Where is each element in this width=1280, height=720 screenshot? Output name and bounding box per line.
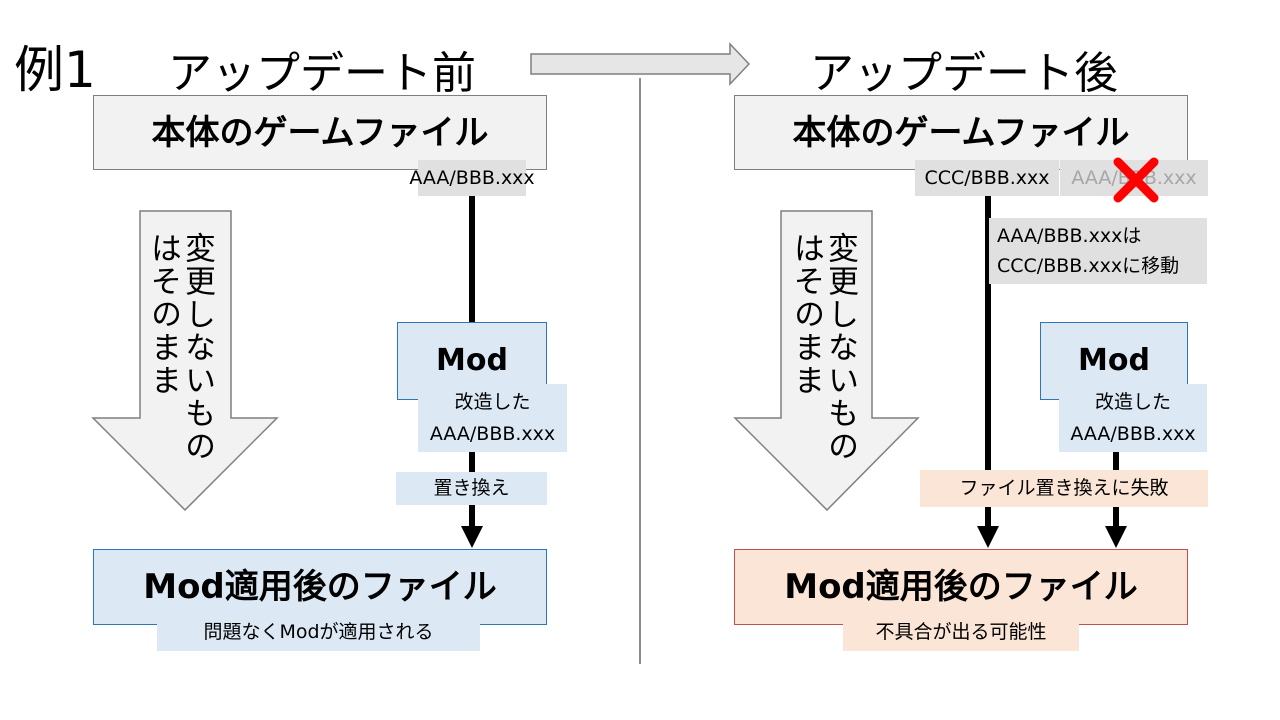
right-mod-arrowhead [1105,526,1127,548]
after-replace-failed-label: ファイル置き換えに失敗 [920,470,1208,507]
before-mod-label: Mod [436,343,508,378]
before-game-files-box: 本体のゲームファイル [93,95,547,170]
after-result-label: Mod適用後のファイル [784,566,1138,607]
after-old-path-tag: AAA/BBB.xxx [1060,160,1208,196]
right-path-arrowhead [977,526,999,548]
after-modified-line2: AAA/BBB.xxx [1070,423,1196,445]
after-title: アップデート後 [810,48,1118,99]
before-result-note: 問題なくModが適用される [157,614,480,651]
after-moved-line2: CCC/BBB.xxxに移動 [997,255,1180,277]
before-result-box: Mod適用後のファイル [93,549,547,625]
after-game-files-box: 本体のゲームファイル [734,95,1188,170]
transition-arrow [530,42,751,86]
after-result-note: 不具合が出る可能性 [843,614,1079,651]
after-new-path-tag: CCC/BBB.xxx [915,160,1059,196]
after-modified-file-label: 改造した AAA/BBB.xxx [1059,384,1207,452]
before-modified-line2: AAA/BBB.xxx [429,423,556,445]
unchanged-arrow-left [91,210,279,512]
before-title: アップデート前 [168,48,476,99]
after-unchanged-text: 変更しないものはそのまま [788,232,858,463]
before-game-files-label: 本体のゲームファイル [151,113,489,153]
before-replace-label: 置き換え [396,472,547,505]
after-mod-label: Mod [1078,343,1150,378]
before-modified-line1: 改造した [454,391,531,413]
example-label: 例1 [14,41,96,99]
before-unchanged-text: 変更しないものはそのまま [145,232,215,463]
left-replace-arrowhead [461,526,483,548]
after-game-files-label: 本体のゲームファイル [792,113,1130,153]
before-path-tag: AAA/BBB.xxx [409,160,535,196]
after-result-box: Mod適用後のファイル [734,549,1188,625]
after-moved-line1: AAA/BBB.xxxは [997,225,1142,247]
before-modified-file-label: 改造した AAA/BBB.xxx [418,384,567,452]
after-moved-note: AAA/BBB.xxxは CCC/BBB.xxxに移動 [989,218,1207,284]
after-modified-line1: 改造した [1094,391,1171,413]
before-result-label: Mod適用後のファイル [143,566,497,607]
unchanged-arrow-right [733,210,920,512]
